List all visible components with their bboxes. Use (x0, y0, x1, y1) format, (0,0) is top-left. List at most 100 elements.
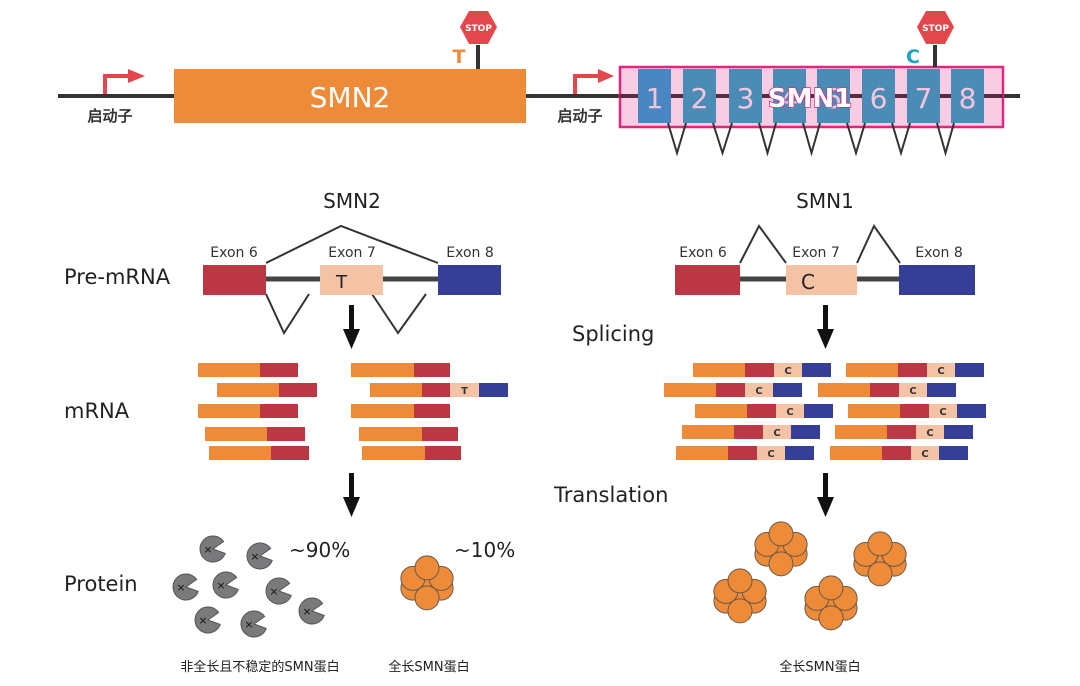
down-arrow-icon (817, 305, 834, 349)
mrna-exon7-base: C (773, 428, 780, 439)
intron-loop (846, 122, 866, 157)
exon-number-5: 5 (825, 82, 843, 115)
mrna-strand (198, 363, 298, 377)
mrna-5prime-segment (693, 363, 745, 377)
mrna-strand (198, 404, 298, 418)
intron-loop (802, 122, 821, 157)
exon-7-block (786, 265, 857, 295)
mrna-exon8-segment (479, 383, 508, 397)
protein-subunit (867, 561, 893, 587)
mrna-5prime-segment (835, 425, 887, 439)
exon-8-label: Exon 8 (915, 245, 963, 261)
mrna-strand: C (848, 404, 986, 418)
smn2-gene-block (174, 69, 526, 123)
exon-number-8: 8 (959, 82, 977, 115)
down-arrow-icon (817, 473, 834, 517)
stop-sign-icon: STOP (917, 11, 954, 44)
protein-subunit (768, 521, 794, 547)
mrna-exon6-segment (414, 404, 450, 418)
mrna-exon8-segment (927, 383, 956, 397)
splice-loop (856, 224, 901, 264)
smn2-panel-title: SMN2 (323, 189, 381, 213)
mrna-exon7-base: C (937, 366, 944, 377)
mrna-5prime-segment (682, 425, 734, 439)
exon-block-8 (951, 69, 984, 123)
mrna-5prime-segment (848, 404, 900, 418)
mrna-5prime-segment (209, 446, 271, 460)
x-mark: × (198, 614, 207, 627)
mrna-5prime-segment (362, 446, 425, 460)
exon-7-label: Exon 7 (328, 245, 376, 261)
exon-7-base: C (801, 270, 815, 294)
smn2-gene-track: 启动子 SMN2 STOP T (58, 11, 620, 125)
row-label-pre-mrna: Pre-mRNA (64, 265, 171, 289)
protein-subunit (818, 605, 844, 631)
intron-loop (712, 122, 733, 157)
full-protein-group (713, 521, 907, 631)
mrna-exon8-segment (791, 425, 820, 439)
exon-block-5 (817, 69, 850, 123)
exon-block-1 (638, 69, 671, 123)
truncated-protein-group: ×××××××× (172, 535, 325, 638)
mrna-exon7-segment (745, 383, 773, 397)
stop-sign-icon: STOP (460, 11, 497, 44)
mrna-5prime-segment (198, 404, 260, 418)
mrna-5prime-segment (846, 363, 898, 377)
mrna-exon7-segment (929, 404, 957, 418)
exon-block-3 (729, 69, 762, 123)
mrna-5prime-segment (370, 383, 422, 397)
protein-subunit (768, 551, 794, 577)
promoter-label: 启动子 (557, 107, 602, 125)
full-protein-cluster-icon (804, 575, 858, 631)
mrna-exon7-base: C (909, 386, 916, 397)
protein-subunit (727, 598, 753, 624)
exon-number-2: 2 (691, 82, 709, 115)
mrna-exon8-segment (944, 425, 973, 439)
exon-8-block (899, 265, 975, 295)
truncated-protein-icon: × (298, 597, 325, 625)
x-mark: × (269, 585, 278, 598)
mrna-exon7-segment (450, 383, 479, 397)
mrna-5prime-segment (695, 404, 747, 418)
mrna-exon6-segment (734, 425, 763, 439)
mrna-exon7-base: C (921, 449, 928, 460)
exon-number-4: 4 (781, 82, 799, 115)
mrna-strand (362, 446, 461, 460)
truncated-protein-icon: × (265, 577, 292, 605)
c-base-label: C (906, 46, 920, 68)
mrna-strand: C (676, 446, 814, 460)
mrna-exon6-segment (870, 383, 899, 397)
full-protein-cluster-icon (754, 521, 808, 577)
down-arrow-icon (343, 473, 360, 517)
full-protein-group (400, 555, 454, 611)
truncated-protein-icon: × (212, 571, 239, 599)
splice-loop (739, 224, 787, 264)
mrna-strand (217, 383, 317, 397)
x-mark: × (203, 543, 212, 556)
mrna-exon7-segment (899, 383, 927, 397)
protein-subunit (818, 575, 844, 601)
mrna-exon7-segment (927, 363, 955, 377)
smn2-mrna-group: T (198, 363, 508, 460)
x-mark: × (216, 579, 225, 592)
truncated-protein-icon: × (240, 610, 267, 638)
mrna-strand (351, 363, 450, 377)
truncated-protein-icon: × (194, 606, 221, 634)
promoter-arrow-icon (573, 69, 614, 94)
mrna-5prime-segment (830, 446, 882, 460)
exon-block-4 (773, 69, 806, 123)
x-mark: × (302, 605, 311, 618)
mrna-exon7-segment (757, 446, 785, 460)
exon-6-block (675, 265, 740, 295)
full-caption: 全长SMN蛋白 (388, 659, 469, 675)
intron-loop (758, 122, 777, 157)
exon-number-3: 3 (737, 82, 755, 115)
mrna-strand (209, 446, 309, 460)
intron-loop (936, 122, 955, 157)
mrna-exon6-segment (887, 425, 916, 439)
splice-loop (371, 293, 427, 335)
mrna-exon7-base: T (461, 386, 468, 397)
smn1-intron-loops (667, 122, 955, 157)
